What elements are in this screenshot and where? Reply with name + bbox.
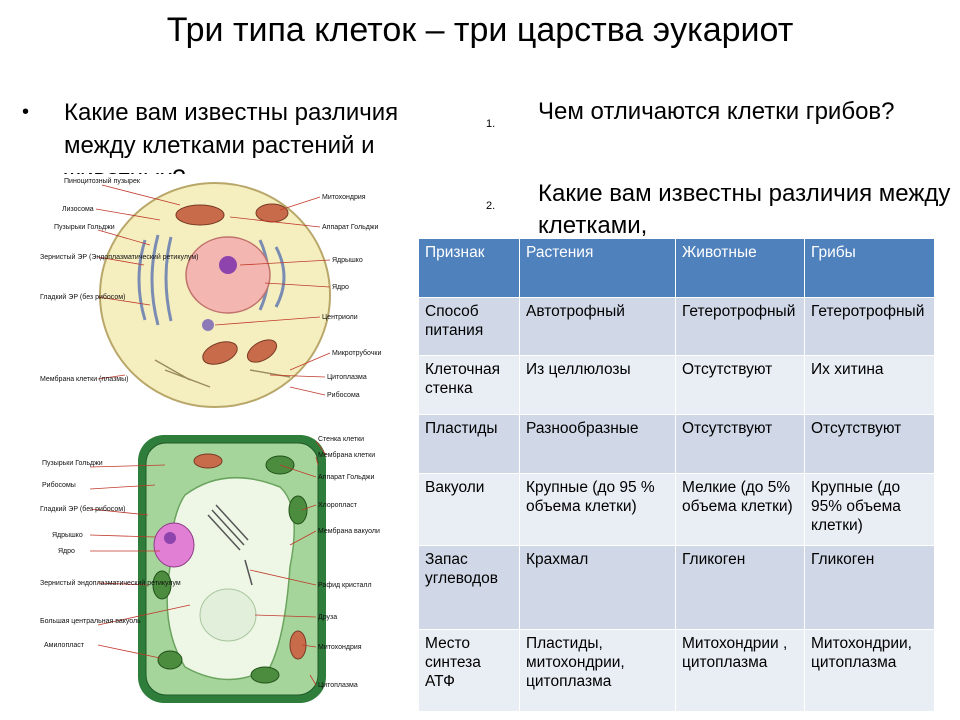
plant-mitochondria bbox=[193, 453, 307, 660]
header-feature: Признак bbox=[418, 238, 520, 298]
right-questions-block: 1. Чем отличаются клетки грибов? 2. Каки… bbox=[486, 94, 960, 236]
table-cell: Запас углеводов bbox=[418, 545, 520, 630]
right-question-2: Какие вам известны различия между клетка… bbox=[538, 180, 951, 236]
table-cell: Отсутствуют bbox=[804, 414, 935, 474]
animal-label-lysosome: Лизосома bbox=[62, 206, 94, 213]
plant-label-smooth-er: Гладкий ЭР (без рибосом) bbox=[40, 505, 125, 513]
table-cell: Гликоген bbox=[675, 545, 805, 630]
plant-label-central-vacuole: Большая центральная вакуоль bbox=[40, 618, 141, 625]
table-header-row: Признак Растения Животные Грибы bbox=[418, 238, 935, 298]
table-cell: Отсутствуют bbox=[675, 355, 805, 415]
table-row: Способ питания Автотрофный Гетеротрофный… bbox=[418, 297, 935, 356]
right-question-1: Чем отличаются клетки грибов? bbox=[538, 98, 895, 125]
plant-raphide bbox=[207, 504, 253, 586]
plant-label-golgi-vesicles: Пузырьки Гольджи bbox=[42, 460, 103, 467]
plant-label-cytoplasm: Цитоплазма bbox=[318, 682, 358, 689]
table-cell: Гетеротрофный bbox=[675, 297, 805, 356]
plant-nucleus bbox=[153, 522, 195, 568]
table-cell: Пластиды bbox=[418, 414, 520, 474]
animal-nucleus bbox=[185, 236, 271, 314]
header-fungi: Грибы bbox=[804, 238, 935, 298]
table-cell: Митохондрии , цитоплазма bbox=[675, 629, 805, 712]
table-cell: Отсутствуют bbox=[675, 414, 805, 474]
animal-centriole bbox=[202, 319, 214, 331]
table-cell: Разнообразные bbox=[519, 414, 676, 474]
plant-label-cell-wall: Стенка клетки bbox=[318, 436, 364, 443]
animal-label-ribosome: Рибосома bbox=[327, 391, 360, 399]
cell-diagrams: Пиноцитозный пузырек Лизосома Пузырьки Г… bbox=[40, 177, 381, 703]
plant-label-chloroplast: Хлоропласт bbox=[318, 502, 358, 509]
animal-nucleolus bbox=[219, 256, 237, 274]
table-cell: Мелкие (до 5% объема клетки) bbox=[675, 473, 805, 546]
animal-mitochondrion-1 bbox=[255, 203, 289, 223]
table-cell: Из целлюлозы bbox=[519, 355, 676, 415]
animal-cell-diagram: Пиноцитозный пузырек Лизосома Пузырьки Г… bbox=[40, 177, 381, 408]
question-number-1: 1. bbox=[486, 118, 496, 130]
slide-title: Три типа клеток – три царства эукариот bbox=[166, 11, 794, 49]
table-cell: Пластиды, митохондрии, цитоплазма bbox=[519, 629, 676, 712]
table-cell: Гетеротрофный bbox=[804, 297, 935, 356]
plant-label-golgi: Аппарат Гольджи bbox=[318, 474, 374, 481]
bullet-icon: • bbox=[22, 101, 30, 123]
animal-label-mitochondria: Митохондрия bbox=[322, 194, 366, 201]
plant-labels-left: Пузырьки Гольджи Рибосомы Гладкий ЭР (бе… bbox=[40, 460, 181, 649]
animal-label-golgi-vesicles: Пузырьки Гольджи bbox=[54, 224, 115, 231]
animal-label-nucleolus: Ядрышко bbox=[332, 257, 363, 264]
animal-golgi bbox=[175, 204, 225, 226]
left-question-block: • Какие вам известны различия между клет… bbox=[22, 96, 442, 174]
table-row: Запас углеводов Крахмал Гликоген Гликоге… bbox=[418, 545, 935, 630]
left-question-text: Какие вам известны различия между клетка… bbox=[64, 99, 399, 174]
header-plants: Растения bbox=[519, 238, 676, 298]
table-row: Место синтеза АТФ Пластиды, митохондрии,… bbox=[418, 629, 935, 712]
table-row: Пластиды Разнообразные Отсутствуют Отсут… bbox=[418, 414, 935, 474]
table-row: Клеточная стенка Из целлюлозы Отсутствую… bbox=[418, 355, 935, 415]
table-cell: Вакуоли bbox=[418, 473, 520, 546]
plant-label-lines bbox=[89, 440, 327, 686]
plant-label-nucleus: Ядро bbox=[58, 548, 75, 555]
table-cell: Крахмал bbox=[519, 545, 676, 630]
table-cell: Способ питания bbox=[418, 297, 520, 356]
animal-label-smooth-er: Гладкий ЭР (без рибосом) bbox=[40, 293, 125, 301]
animal-label-membrane: Мембрана клетки (плазмы) bbox=[40, 375, 128, 383]
table-cell: Крупные (до 95 % объема клетки) bbox=[519, 473, 676, 546]
animal-labels-right: Митохондрия Аппарат Гольджи Ядрышко Ядро… bbox=[322, 194, 381, 399]
table-cell: Митохондрии, цитоплазма bbox=[804, 629, 935, 712]
table-cell: Клеточная стенка bbox=[418, 355, 520, 415]
animal-label-cytoplasm: Цитоплазма bbox=[327, 374, 367, 381]
table-cell: Автотрофный bbox=[519, 297, 676, 356]
plant-labels-right: Стенка клетки Мембрана клетки Аппарат Го… bbox=[318, 436, 380, 689]
animal-label-rough-er: Зернистый ЭР (Эндоплазматический ретикул… bbox=[40, 253, 198, 261]
plant-label-ribosomes: Рибосомы bbox=[42, 481, 76, 489]
animal-label-centrioles: Центриоли bbox=[322, 314, 358, 321]
animal-mitochondrion-2 bbox=[202, 341, 238, 365]
plant-label-amyloplast: Амилопласт bbox=[44, 642, 85, 649]
animal-mitochondrion-3 bbox=[246, 339, 278, 363]
table-cell: Крупные (до 95% объема клетки) bbox=[804, 473, 935, 546]
table-cell: Гликоген bbox=[804, 545, 935, 630]
table-cell: Место синтеза АТФ bbox=[418, 629, 520, 712]
plant-label-cell-membrane: Мембрана клетки bbox=[318, 451, 375, 459]
animal-label-nucleus: Ядро bbox=[332, 284, 349, 291]
plant-label-vacuole-membrane: Мембрана вакуоли bbox=[318, 527, 380, 535]
plant-cell-diagram: Пузырьки Гольджи Рибосомы Гладкий ЭР (бе… bbox=[40, 435, 380, 703]
plant-label-raphide: Рафид кристалл bbox=[318, 582, 372, 589]
animal-labels-left: Пиноцитозный пузырек Лизосома Пузырьки Г… bbox=[40, 177, 198, 383]
table-cell: Их хитина bbox=[804, 355, 935, 415]
plant-druse bbox=[199, 588, 257, 642]
plant-label-rough-er: Зернистый эндоплазматический ретикулум bbox=[40, 579, 181, 587]
plant-label-druse: Друза bbox=[318, 614, 337, 621]
animal-label-pinocytic: Пиноцитозный пузырек bbox=[64, 177, 141, 185]
plant-nucleolus bbox=[164, 532, 176, 544]
animal-label-golgi: Аппарат Гольджи bbox=[322, 224, 378, 231]
animal-label-microtubules: Микротрубочки bbox=[332, 349, 381, 357]
header-animals: Животные bbox=[675, 238, 805, 298]
question-number-2: 2. bbox=[486, 200, 496, 212]
plant-label-mitochondria: Митохондрия bbox=[318, 644, 362, 651]
comparison-table: Признак Растения Животные Грибы Способ п… bbox=[418, 238, 935, 712]
plant-vacuole bbox=[166, 476, 295, 681]
plant-label-nucleolus: Ядрышко bbox=[52, 532, 83, 539]
animal-label-lines bbox=[95, 184, 331, 396]
table-row: Вакуоли Крупные (до 95 % объема клетки) … bbox=[418, 473, 935, 546]
